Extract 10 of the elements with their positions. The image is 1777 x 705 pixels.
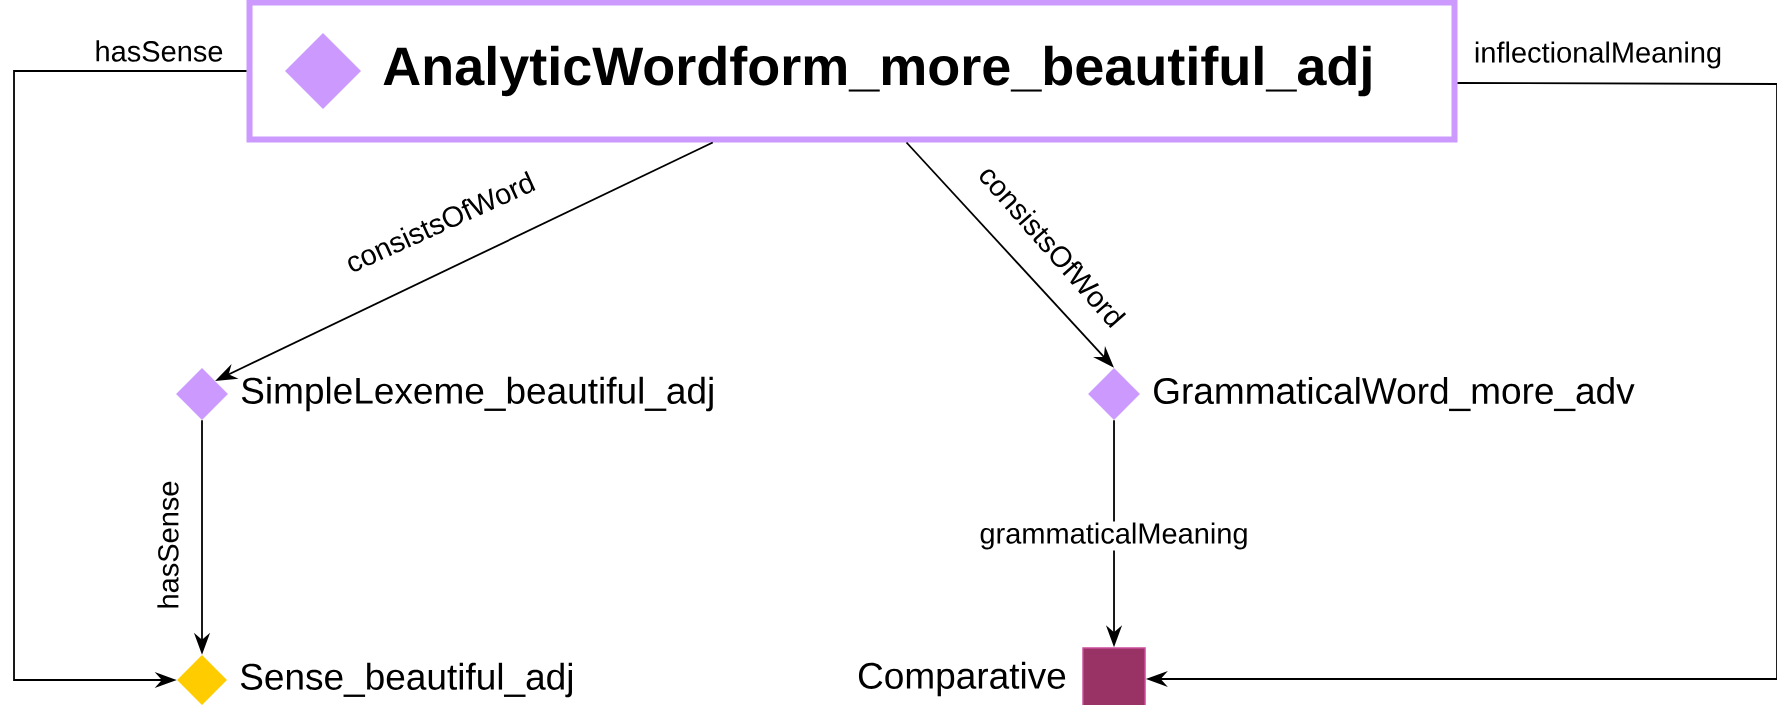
node-label: GrammaticalWord_more_adv: [1154, 376, 1635, 412]
individual-square: Comparative: [858, 647, 1146, 705]
edge-label: hasSense: [96, 40, 223, 62]
edge-label: grammaticalMeaning: [978, 521, 1250, 551]
edge-label: inflectionalMeaning: [1475, 41, 1721, 69]
node-label: SimpleLexeme_beautiful_adj: [241, 376, 713, 412]
edge-label: hasSense: [157, 481, 179, 608]
node-label: Comparative: [858, 661, 1066, 697]
class-box: AnalyticWordform_more_beautiful_adj: [246, 0, 1458, 143]
node-label: Sense_beautiful_adj: [240, 662, 572, 698]
